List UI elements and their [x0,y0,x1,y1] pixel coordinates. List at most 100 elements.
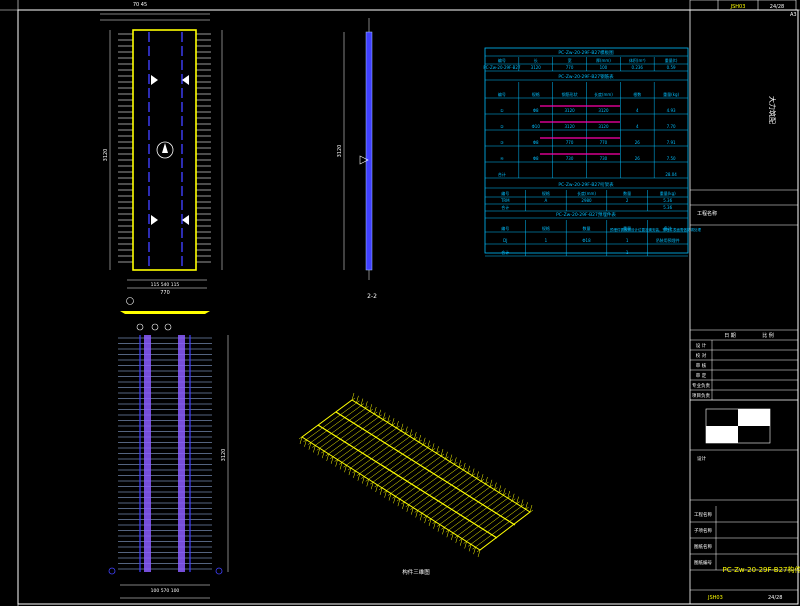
table-header-cell: 长度(mm) [594,91,613,97]
iso-rebar-tick [467,504,525,547]
iso-rebar-stub [411,507,414,515]
plan-length-dim: 3120 [103,149,109,162]
bottom-row-label: 工程名称 [694,511,712,518]
iso-rebar-stub [326,453,329,462]
table4-note: 预埋件需按照设计位置准确安装，预埋件表面需做防锈处理 [610,227,701,232]
iso-rebar-stub [369,404,373,412]
iso-rebar-tick [303,400,360,443]
lift-point-marker [182,215,189,225]
iso-rebar-tick [325,414,382,457]
iso-rebar-stub [459,538,463,546]
table-header-cell: 长 [534,57,538,63]
schedule-tables: PC-Zw-20-29F-B27模板图 编号长宽厚(mm)体积(m³)重量(t)… [483,47,701,257]
table-cell: 吊装用预埋件 [656,237,680,243]
iso-rebar-tick [419,473,476,516]
iso-rebar-tick [396,459,454,502]
table-cell: 2980 [581,198,592,203]
iso-rebar-stub [446,530,450,538]
iso-rebar-tick [472,506,529,550]
iso-rebar-stub [449,454,453,462]
iso-rebar-stub [467,465,470,473]
iso-rebar-tick [436,484,494,527]
iso-rebar-tick [410,467,467,510]
iso-rebar-stub [379,487,383,495]
table-cell: 4 [636,124,639,129]
iso-rebar-stub [418,434,421,443]
center-direction-marker [156,141,174,159]
table-header-cell: 长度(mm) [577,190,596,196]
iso-rebar-tick [387,453,445,496]
iso-rebar-tick [459,498,516,541]
iso-rebar-stub [304,439,307,447]
table-cell: 770 [600,140,608,145]
table-cell: Φ8 [533,140,539,145]
iso-rebar-tick [427,478,485,522]
table-cell: 730 [600,156,608,161]
iso-rebar-stub [402,501,405,510]
table-header-cell: 重量(kg) [660,190,676,196]
iso-rebar-stub [415,510,418,518]
table-header-cell: 数量 [583,225,591,231]
iso-rebar-stub [498,485,502,493]
iso-rebar-stub [485,476,488,485]
iso-rebar-tick [338,422,396,465]
iso-rebar-tick [454,495,511,539]
table-header-cell: 编号 [501,190,509,196]
iso-rebar-tick [343,425,400,468]
iso-rebar-tick [423,476,480,519]
top-code: JSH03 [730,4,746,10]
iso-rebar-stub [480,474,484,482]
table-cell: 7.70 [667,124,676,129]
iso-rebar-stub [357,473,361,481]
table-cell: 3120 [564,108,575,113]
iso-rebar-tick [370,442,427,485]
iso-rebar-stub [477,549,481,558]
table-cell: 3120 [598,108,609,113]
table-header-cell: 根数 [633,91,641,97]
iso-rebar-stub [463,462,466,471]
table-cell: 28.04 [665,172,677,177]
iso-rebar-tick [401,462,458,505]
iso-rebar-tick [432,481,489,524]
iso-rebar-stub [476,471,479,479]
bottom-code: JSH03 [707,595,723,601]
iso-rebar-tick [361,436,418,479]
table-cell: 100 [600,65,608,70]
iso-rebar-stub [378,409,381,417]
iso-rebar-stub [494,482,497,490]
table-cell: 合计 [501,204,509,210]
table-header-cell: 规格 [542,225,550,231]
rebar-bottom-dim: 100 570 100 [151,588,180,594]
north-arrow-icon [162,143,168,153]
isometric-view: 构件三维图 [298,392,534,576]
signature-row-label: 审 定 [696,372,707,379]
lift-point-marker [151,215,158,225]
signature-row-label: 专业负责 [692,382,710,389]
iso-rebar-stub [520,499,524,507]
table2-title: PC-Zw-20-29F-B27钢筋表 [558,73,614,80]
rebar-view: 3120 100 570 100 [108,323,229,599]
iso-rebar-stub [455,535,458,543]
table-cell: 770 [566,140,574,145]
table3-title: PC-Zw-20-29F-B27桁架表 [558,181,614,188]
signature-row-label: 校 对 [696,352,707,359]
plan-slab-outline [132,29,197,271]
table-cell: 2 [626,198,629,203]
table-cell: ③ [500,140,504,145]
iso-rebar-tick [334,420,391,462]
table-cell: 1 [626,250,629,255]
iso-rebar-stub [427,440,430,448]
iso-rebar-stub [436,446,439,454]
iso-rebar-stub [406,504,410,512]
iso-rebar-tick [374,445,431,488]
table-cell: ② [500,124,504,129]
rebar-end-marker-icon [108,567,116,575]
iso-rebar-stub [451,532,454,541]
iso-rebar-stub [370,482,374,490]
iso-rebar-stub [322,451,325,459]
iso-rebar-stub [351,392,355,401]
